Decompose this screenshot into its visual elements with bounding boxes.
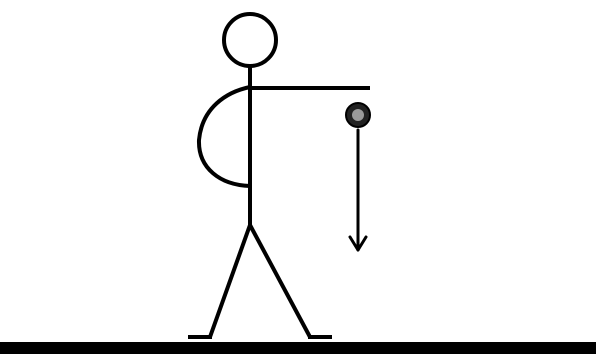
left-leg [210,225,250,337]
bent-arm [199,87,250,186]
ball [346,103,370,127]
ground-line [0,342,596,354]
down-arrow-icon [350,130,366,250]
ball-highlight [352,109,364,121]
stick-figure [188,14,370,337]
right-leg [250,225,310,337]
head [224,14,276,66]
